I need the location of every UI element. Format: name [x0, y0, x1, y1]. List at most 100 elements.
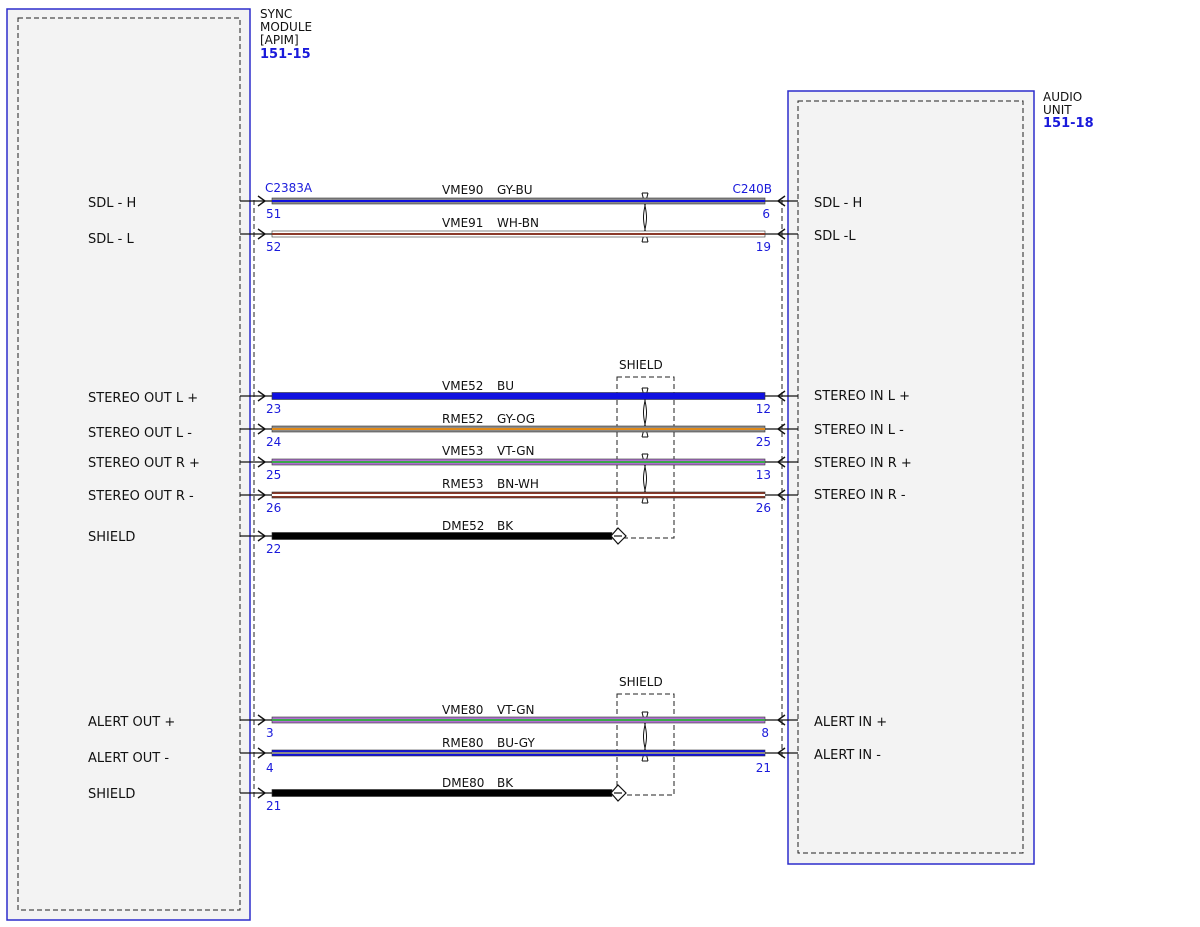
wire-color-code: VT-GN — [497, 703, 534, 717]
left-pin-label: SDL - H — [88, 196, 136, 211]
left-terminal-arrow — [257, 489, 267, 501]
right-pin-number: 12 — [756, 402, 771, 416]
left-pin-label: ALERT OUT + — [88, 715, 175, 730]
left-terminal-arrow — [257, 714, 267, 726]
wire-color-code: BU — [497, 379, 514, 393]
shield-stereo: SHIELD — [616, 358, 675, 539]
right-pin-number: 26 — [756, 501, 771, 515]
wire-group: SDL - H SDL - H VME90 GY-BU 51 6 SDL - L… — [88, 183, 912, 813]
left-pin-label: SDL - L — [88, 232, 134, 247]
wire-color-code: WH-BN — [497, 216, 539, 230]
right-pin-label: ALERT IN - — [814, 748, 881, 763]
wire-row-rme52: STEREO OUT L - STEREO IN L - RME52 GY-OG… — [88, 412, 904, 449]
wire-color-code: VT-GN — [497, 444, 534, 458]
left-terminal-arrow — [257, 228, 267, 240]
right-pin-label: SDL -L — [814, 229, 856, 244]
wire-row-rme80: ALERT OUT - ALERT IN - RME80 BU-GY 4 21 — [88, 736, 881, 775]
right-pin-number: 21 — [756, 761, 771, 775]
audio-unit-ref: 151-18 — [1043, 116, 1094, 131]
left-pin-number: 51 — [266, 207, 281, 221]
circuit-id: DME52 — [442, 519, 484, 533]
sync-module-title-3: [APIM] — [260, 33, 299, 47]
shield-stereo-outline — [616, 376, 675, 539]
wire-stripe — [272, 461, 765, 463]
wire-stripe — [272, 200, 765, 202]
left-terminal-arrow — [257, 456, 267, 468]
audio-unit-box — [787, 90, 1035, 865]
left-pin-label: STEREO OUT R + — [88, 456, 200, 471]
shield-alert-outline — [616, 693, 675, 796]
right-pin-label: STEREO IN L + — [814, 389, 910, 404]
wire-stripe — [272, 752, 765, 754]
circuit-id: RME53 — [442, 477, 484, 491]
left-pin-number: 52 — [266, 240, 281, 254]
sync-module-title-2: MODULE — [260, 20, 312, 34]
left-pin-label: STEREO OUT L + — [88, 391, 198, 406]
wire-row-rme53: STEREO OUT R - STEREO IN R - RME53 BN-WH… — [88, 477, 906, 515]
circuit-id: VME80 — [442, 703, 483, 717]
wire-row-vme52: STEREO OUT L + STEREO IN L + VME52 BU 23… — [88, 379, 910, 416]
right-pin-number: 25 — [756, 435, 771, 449]
left-pin-number: 25 — [266, 468, 281, 482]
left-pin-label: SHIELD — [88, 787, 135, 802]
left-terminal-arrow — [257, 530, 267, 542]
audio-unit-title-2: UNIT — [1043, 103, 1072, 117]
circuit-id: RME80 — [442, 736, 484, 750]
left-connector-name: C2383A — [265, 181, 313, 195]
left-pin-label: ALERT OUT - — [88, 751, 169, 766]
shield-alert: SHIELD — [616, 675, 675, 796]
right-pin-number: 13 — [756, 468, 771, 482]
circuit-id: VME53 — [442, 444, 483, 458]
wire-row-vme91: SDL - L SDL -L VME91 WH-BN 52 19 — [88, 216, 856, 254]
audio-unit-inner — [797, 100, 1024, 854]
wire-row-dme52: SHIELD DME52 BK 22 — [88, 519, 514, 556]
wire-color-code: BK — [497, 519, 514, 533]
left-pin-number: 4 — [266, 761, 274, 775]
shield-stereo-label: SHIELD — [619, 358, 663, 372]
wire-color-code: BK — [497, 776, 514, 790]
sync-module-ref: 151-15 — [260, 47, 311, 62]
wire-stripe — [272, 428, 765, 430]
right-terminal-arrow — [776, 747, 786, 759]
circuit-id: VME52 — [442, 379, 483, 393]
wire-stripe — [272, 494, 765, 496]
right-pin-label: STEREO IN R + — [814, 456, 912, 471]
wire-body — [271, 392, 766, 400]
sync-module-title-1: SYNC — [260, 7, 292, 21]
wire-row-vme90: SDL - H SDL - H VME90 GY-BU 51 6 — [88, 183, 862, 221]
sync-module-box — [6, 8, 251, 921]
left-terminal-arrow — [257, 787, 267, 799]
left-terminal-arrow — [257, 390, 267, 402]
right-terminal-arrow — [776, 228, 786, 240]
left-pin-number: 23 — [266, 402, 281, 416]
circuit-id: VME90 — [442, 183, 483, 197]
wire-color-code: GY-BU — [497, 183, 533, 197]
right-terminal-arrow — [776, 714, 786, 726]
right-pin-number: 6 — [762, 207, 770, 221]
left-terminal-arrow — [257, 195, 267, 207]
left-pin-label: STEREO OUT R - — [88, 489, 194, 504]
wire-row-vme80: ALERT OUT + ALERT IN + VME80 VT-GN 3 8 — [88, 703, 887, 740]
circuit-id: DME80 — [442, 776, 484, 790]
left-pin-label: SHIELD — [88, 530, 135, 545]
right-pin-label: STEREO IN L - — [814, 423, 904, 438]
left-terminal-arrow — [257, 423, 267, 435]
wire-row-vme53: STEREO OUT R + STEREO IN R + VME53 VT-GN… — [88, 444, 912, 482]
right-terminal-arrow — [776, 423, 786, 435]
right-pin-label: STEREO IN R - — [814, 488, 906, 503]
right-connector-name: C240B — [732, 182, 772, 196]
audio-unit-title-1: AUDIO — [1043, 90, 1082, 104]
wire-lines — [240, 195, 798, 802]
left-pin-number: 22 — [266, 542, 281, 556]
wire-row-dme80: SHIELD DME80 BK 21 — [88, 776, 514, 813]
wire-body — [271, 789, 613, 797]
wire-body — [271, 532, 613, 540]
right-pin-label: ALERT IN + — [814, 715, 887, 730]
right-pin-number: 8 — [761, 726, 769, 740]
left-pin-number: 21 — [266, 799, 281, 813]
right-terminal-arrow — [776, 456, 786, 468]
wire-color-code: BU-GY — [497, 736, 535, 750]
circuit-id: VME91 — [442, 216, 483, 230]
left-pin-label: STEREO OUT L - — [88, 426, 192, 441]
